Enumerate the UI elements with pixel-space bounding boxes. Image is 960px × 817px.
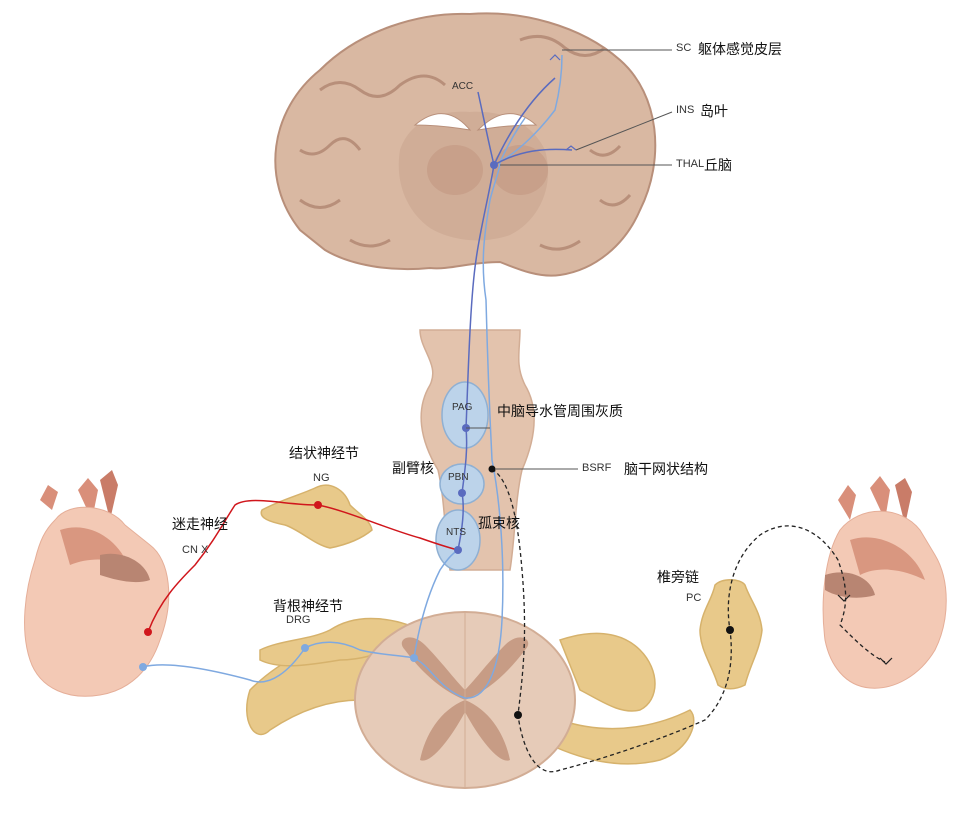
drg-code-label: DRG (286, 614, 311, 626)
nts-name-label: 孤束核 (478, 516, 520, 532)
sc-name-label: 躯体感觉皮层 (698, 42, 782, 58)
ng-name-label: 结状神经节 (289, 446, 359, 462)
nts-label: NTS (446, 527, 466, 538)
sc-code-label: SC (676, 42, 692, 54)
bsrf-name-label: 脑干网状结构 (624, 462, 708, 478)
paravertebral-ganglion (699, 579, 763, 690)
leader-lines (466, 49, 673, 470)
ins-code-label: INS (676, 104, 695, 116)
nts-nucleus (435, 509, 481, 571)
brainstem (419, 329, 535, 571)
pc-code-label: PC (686, 592, 702, 604)
nodose-ganglion (260, 484, 373, 549)
heart-left (24, 470, 170, 697)
pag-label: PAG (452, 402, 473, 413)
pbn-name-label: 副臂核 (392, 461, 434, 477)
pbn-label: PBN (448, 472, 469, 483)
cnx-name-label: 迷走神经 (172, 517, 228, 533)
pc-name-label: 椎旁链 (657, 570, 699, 586)
pag-nucleus (441, 381, 489, 449)
pag-name-label: 中脑导水管周围灰质 (497, 404, 623, 420)
sympathetic-pathway (488, 465, 893, 773)
heart-right (822, 476, 947, 689)
spinal-cord-section (246, 611, 695, 789)
acc-label: ACC (452, 81, 474, 92)
ng-code-label: NG (313, 472, 330, 484)
vagal-pathway (144, 499, 459, 636)
brainstem-nuclei (435, 381, 489, 571)
thal-code-label: THAL (676, 158, 705, 170)
ins-name-label: 岛叶 (700, 104, 728, 120)
pbn-nucleus (439, 463, 485, 505)
drg-name-label: 背根神经节 (273, 599, 343, 615)
bsrf-code-label: BSRF (582, 462, 612, 474)
cnx-code-label: CN X (182, 544, 209, 556)
spinal-afferent-pathway (139, 54, 563, 699)
thal-name-label: 丘脑 (704, 158, 732, 174)
brain-coronal-section (274, 12, 657, 277)
